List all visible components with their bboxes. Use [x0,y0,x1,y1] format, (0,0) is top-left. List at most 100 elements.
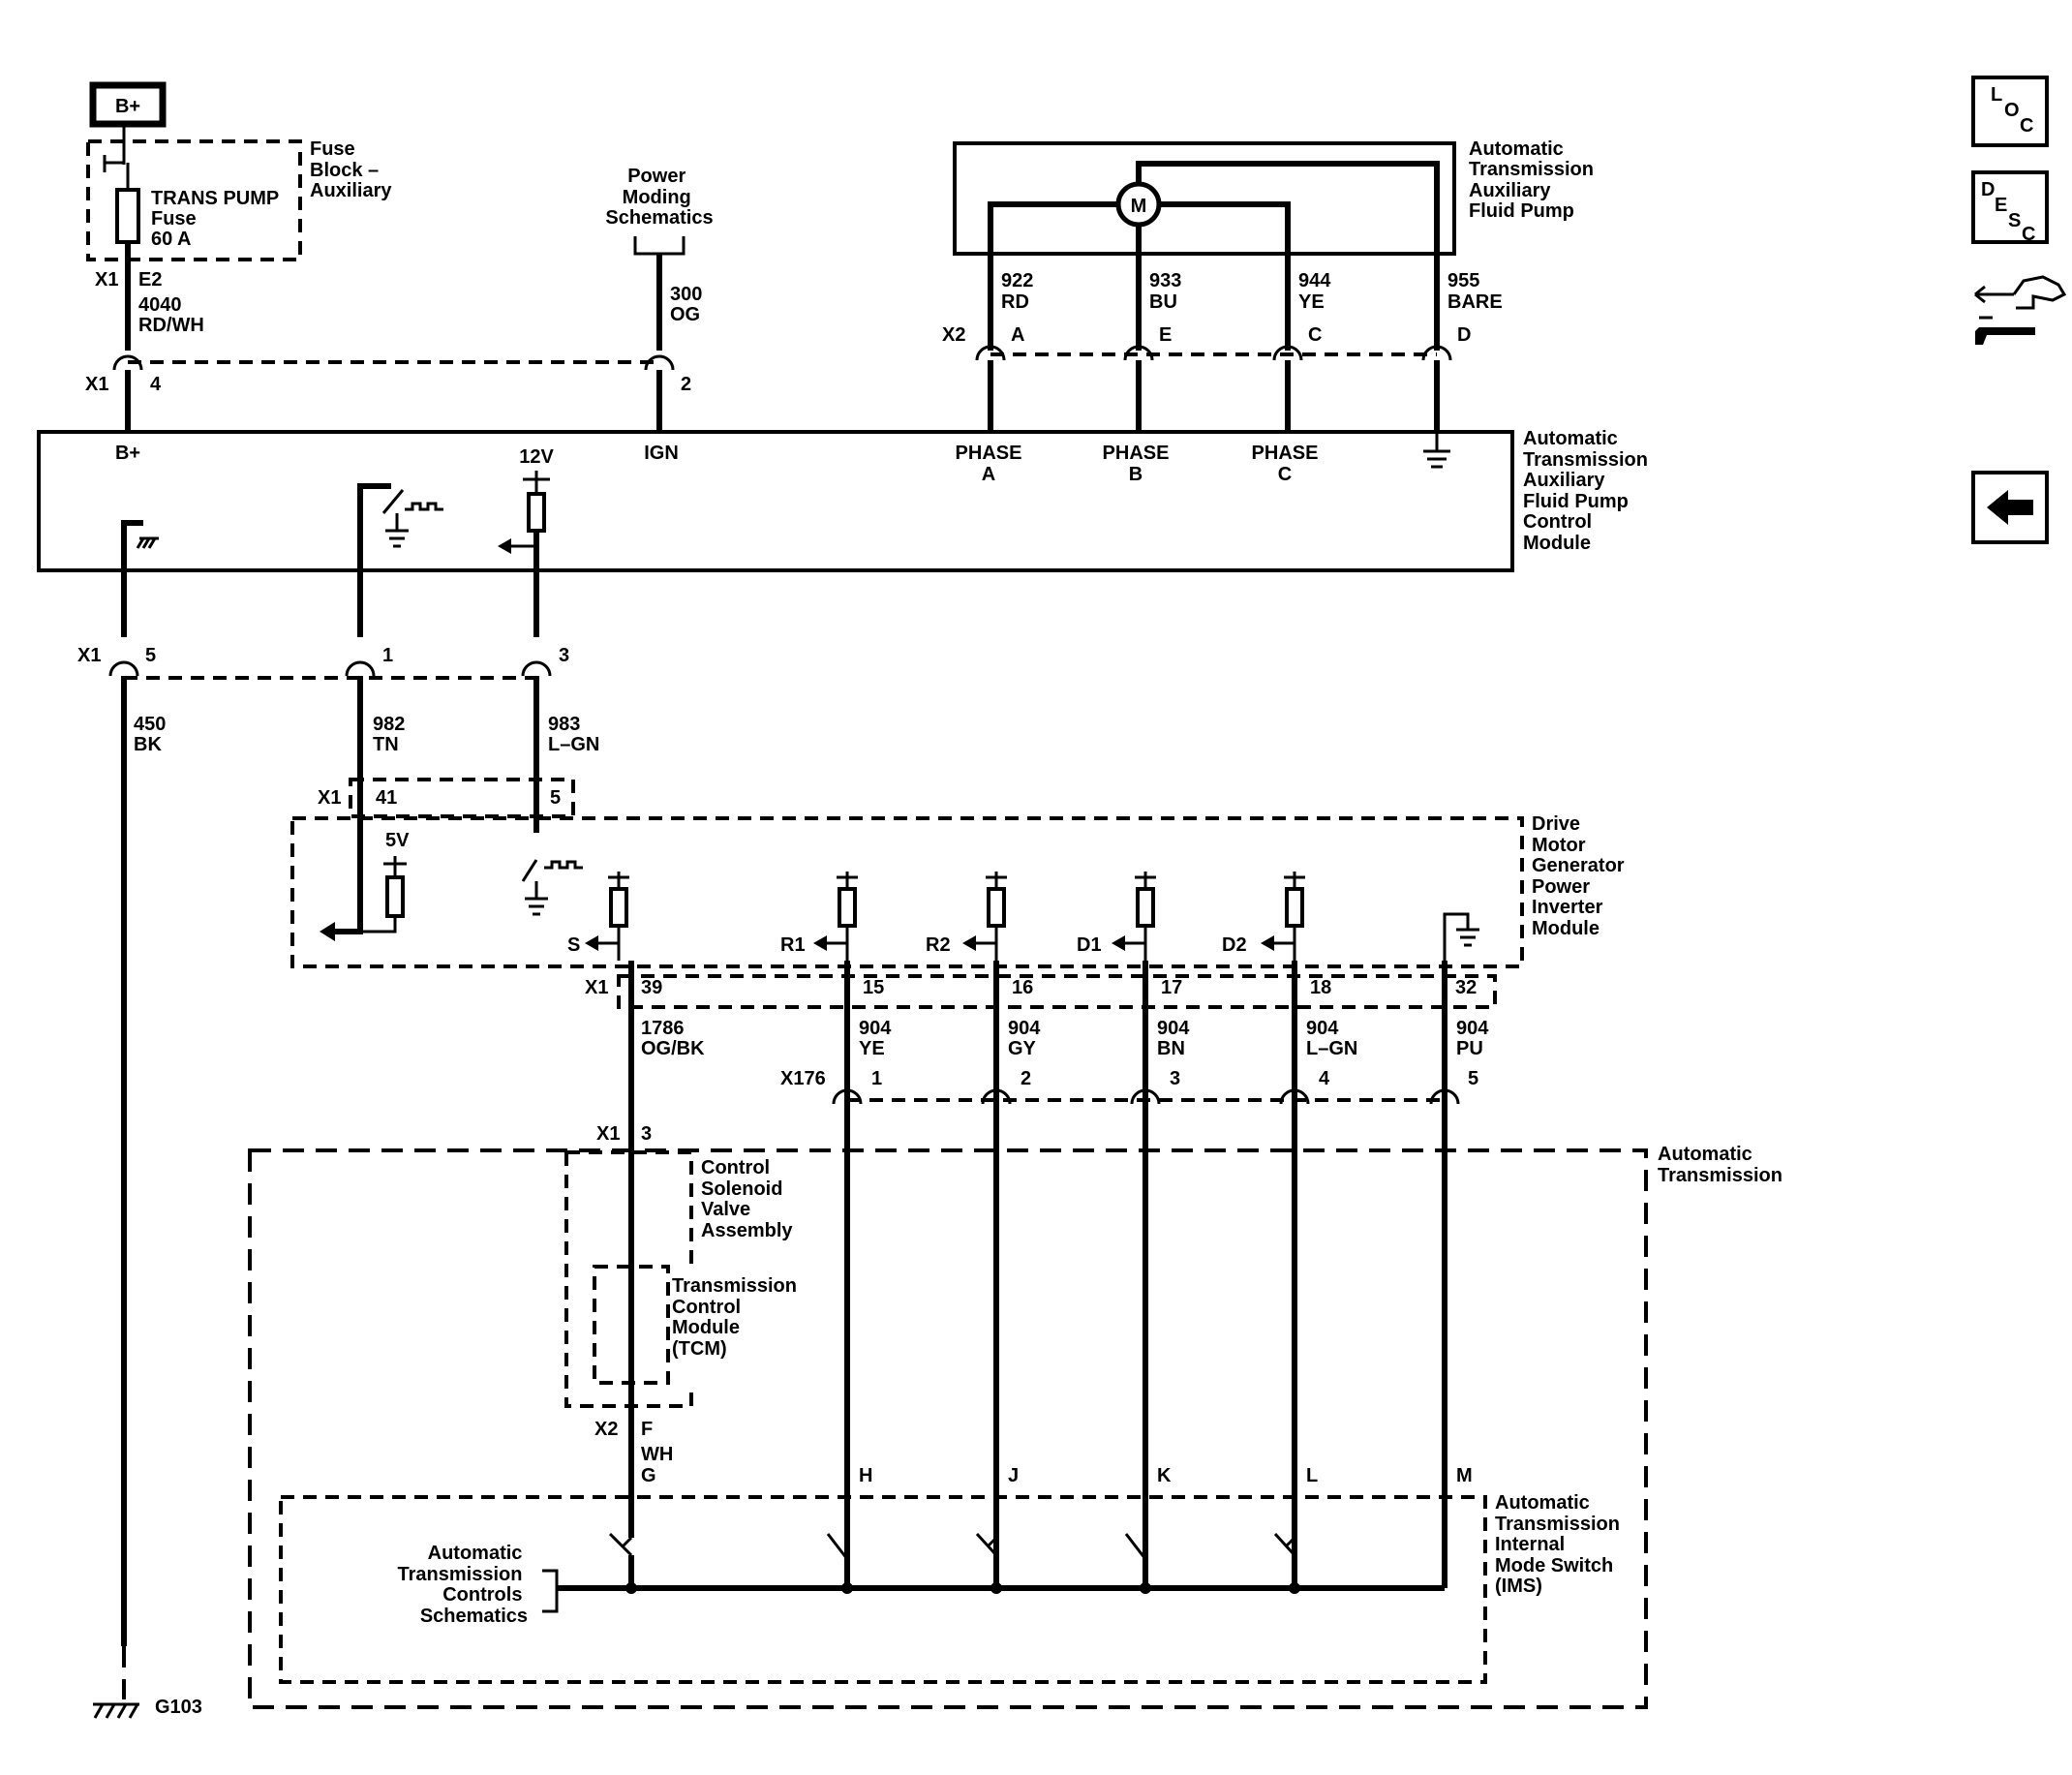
dmg-inverter-label: Drive Motor Generator Power Inverter Mod… [1532,813,1630,939]
back-arrow-icon [1987,490,2033,525]
v12-label: 12V [519,446,554,468]
power-moding-bracket [633,236,686,256]
pin-x1-3-label: 3 [559,645,569,666]
pin-4-label: 4 [150,374,162,395]
atc-bracket [542,1569,559,1613]
pin-x1-2-shape [644,354,675,371]
ims-pin-k-label: K [1157,1465,1172,1486]
x176-pin-5-label: 5 [1468,1068,1478,1089]
repair-hand-tool-icon[interactable] [1974,275,2067,345]
fuse-label: TRANS PUMP Fuse 60 A [151,188,284,250]
conn-x2-label: X2 [594,1419,618,1440]
ground-label: G103 [155,1697,202,1718]
dmg-ground-icon [1443,912,1479,961]
signal-arrow-head [498,538,511,554]
pwm-switch [381,489,405,514]
fuse-block-terminal [103,155,124,172]
conn-x1-label: X1 [585,977,608,998]
tcm-label: Transmission Control Module (TCM) [672,1275,803,1360]
pin-39-label: 39 [641,977,662,998]
wire-944 [1159,201,1291,351]
module-bplus-label: B+ [115,443,140,464]
v5-supply-bar [383,856,407,877]
bus-junction-l [1289,1582,1300,1594]
automatic-transmission-box [248,1148,1648,1709]
aux-fluid-pump-label: Automatic Transmission Auxiliary Fluid P… [1469,138,1600,222]
dmg-signal-r2 [962,872,1007,961]
bus-junction-j [990,1582,1002,1594]
dmg-signal-d2 [1261,872,1305,961]
x176-pin-1-label: 1 [871,1068,882,1089]
pin-e2-label: E2 [138,269,162,291]
pullup-resistor-5v [385,875,405,918]
desc-nav-button[interactable]: D E S C [1971,170,2049,245]
tn-internal-lead [357,483,391,637]
loc-letter-c: C [2020,115,2033,137]
pwm-icon [405,502,443,511]
chassis-ground-icon [136,536,159,549]
x2-pin-f-label: F [641,1419,653,1440]
wire-4040-label: 4040 RD/WH [138,294,204,336]
pin-x1-1-label: 1 [382,645,393,666]
v5-label: 5V [385,830,410,851]
pin-2-label: 2 [681,374,691,395]
bk-ground-lead [121,520,143,637]
fuse-block-label: Fuse Block – Auxiliary [310,138,392,201]
pin-d-label: D [1457,324,1471,346]
signal-r2-label: R2 [926,934,951,956]
loc-letter-o: O [2004,100,2020,121]
ims-label: Automatic Transmission Internal Mode Swi… [1495,1492,1626,1597]
pin-x1-5-label: 5 [145,645,156,666]
back-nav-button[interactable] [1971,471,2049,544]
pin-17-label: 17 [1161,977,1182,998]
x1-lower-pins-shape [108,660,552,677]
x176-pin-4-label: 4 [1319,1068,1330,1089]
ims-box [279,1495,1487,1684]
ims-pin-m-label: M [1456,1465,1473,1486]
motor-label: M [1131,196,1147,217]
v5-lead [360,916,397,933]
phase-wires-into-module [988,360,1440,432]
x176-pins-shape [832,1088,1460,1105]
conn-x1-label: X1 [85,374,108,395]
conn-x1-label: X1 [95,269,118,291]
dmg-inverter-box [290,816,1524,968]
dmg-signal-r1 [813,872,858,961]
inverter-connector-box [349,778,575,818]
pin-x1-4-shape [112,354,143,371]
power-moding-label: Power Moding Schematics [605,166,713,229]
x176-pin-3-label: 3 [1170,1068,1180,1089]
x176-pin-2-label: 2 [1021,1068,1031,1089]
loc-nav-button[interactable]: L O C [1971,76,2049,147]
aux-fluid-pump-box [953,141,1456,256]
signal-d1-label: D1 [1077,934,1102,956]
tcm-box [593,1265,670,1385]
ims-pin-l-label: L [1306,1465,1318,1486]
signal-r1-label: R1 [780,934,806,956]
ims-pin-g-label: G [641,1465,656,1486]
pullup-resistor-12v [527,492,546,533]
desc-letter-e: E [1995,195,2007,216]
trans-pump-fuse [115,188,140,244]
dmg-connector-box [617,974,1497,1009]
atc-schematics-label: Automatic Transmission Controls Schemati… [398,1543,529,1627]
wire-955 [1136,161,1440,351]
pin-5-label: 5 [550,787,561,809]
ims-pin-j-label: J [1008,1465,1019,1486]
pump-control-module-box [37,430,1514,572]
tn-arrow-head [320,922,335,941]
signal-d2-label: D2 [1222,934,1247,956]
lgn-ground-icon [525,881,548,916]
automatic-transmission-label: Automatic Transmission [1658,1144,1783,1186]
bus-junction-g [625,1582,637,1594]
pin-18-label: 18 [1310,977,1331,998]
